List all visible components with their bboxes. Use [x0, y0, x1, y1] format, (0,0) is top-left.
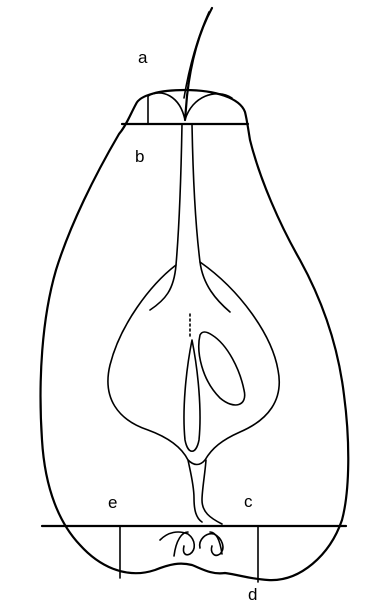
vascular-channel-right	[192, 124, 230, 312]
top-cap-curve-right	[185, 94, 232, 120]
seed-left	[184, 340, 200, 451]
label-b: b	[135, 147, 144, 166]
label-e: e	[108, 493, 117, 512]
calyx-tube	[188, 460, 202, 522]
calyx-tube-right	[202, 460, 222, 524]
label-c: c	[244, 492, 253, 511]
core-outline	[108, 262, 279, 465]
vascular-channel-left	[150, 124, 182, 310]
top-cap-curve	[148, 93, 185, 120]
calyx-lobe-inner	[174, 532, 222, 556]
stem	[185, 8, 212, 120]
seed-cavity-right	[199, 332, 245, 405]
label-d: d	[248, 585, 257, 603]
label-a: a	[138, 48, 148, 67]
